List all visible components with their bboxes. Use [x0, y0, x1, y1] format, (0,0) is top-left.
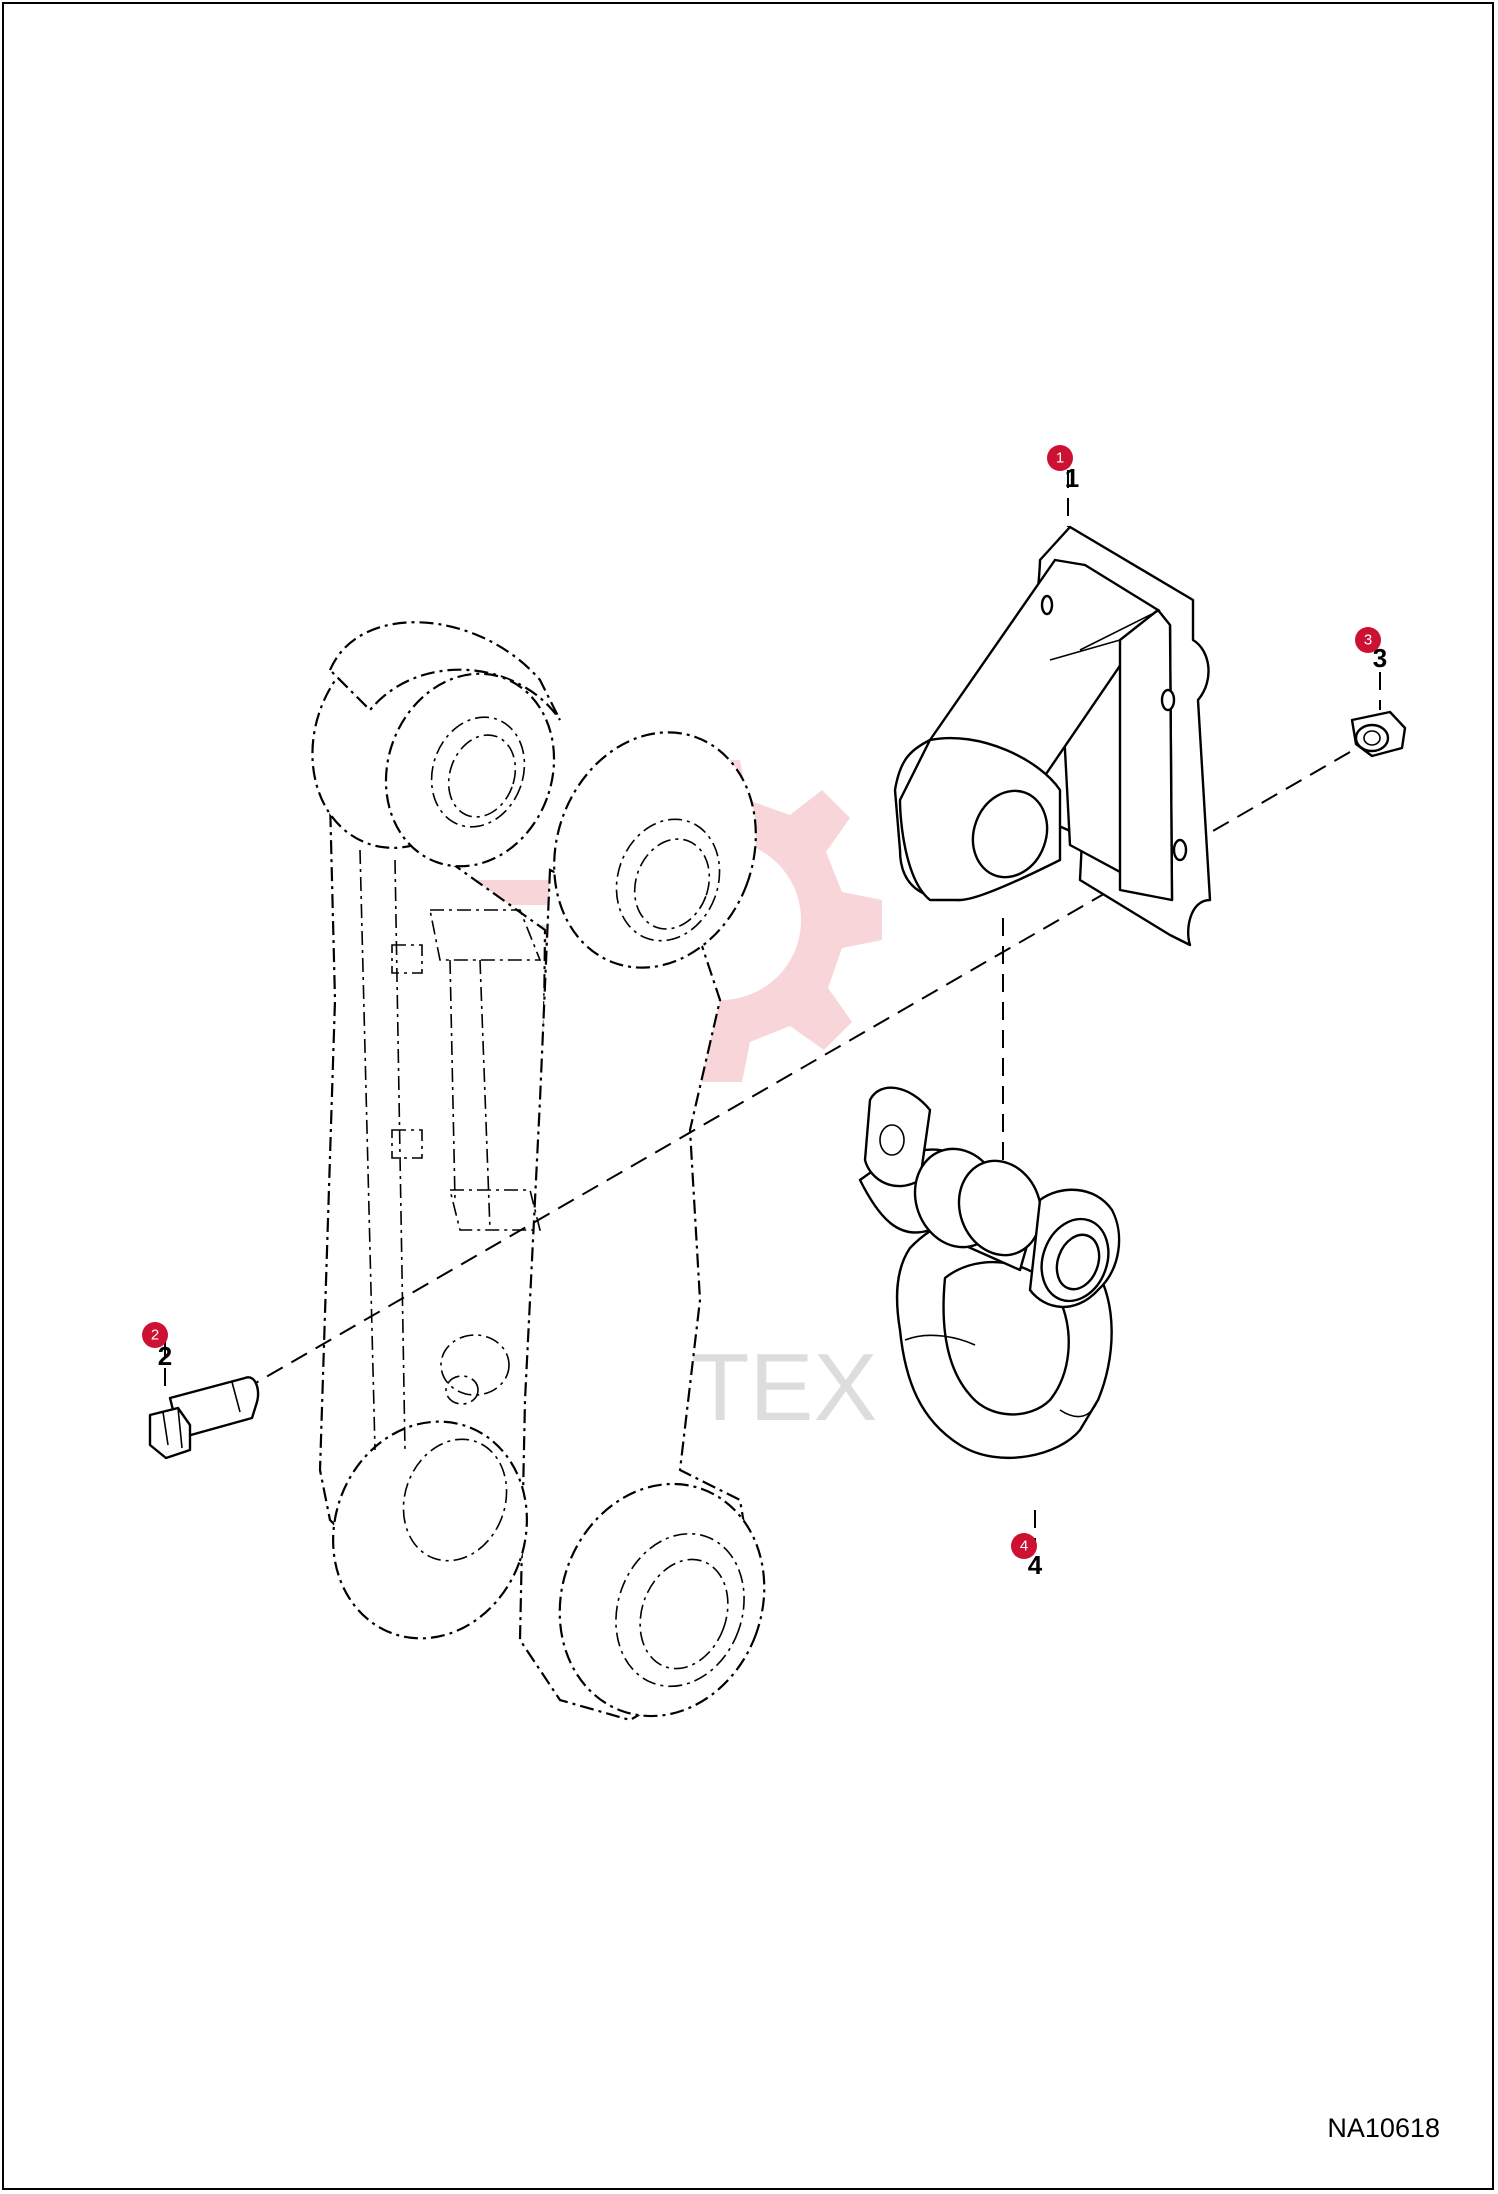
- mounting-bracket: [893, 525, 1212, 947]
- diagram-code: NA10618: [1327, 2113, 1440, 2143]
- callout-2[interactable]: 2 2: [142, 1322, 172, 1371]
- hex-bolt: [148, 1376, 260, 1460]
- bow-shackle: [858, 1086, 1121, 1459]
- callout-label-3: 3: [1364, 632, 1372, 649]
- callout-label-1: 1: [1056, 450, 1064, 467]
- callout-marker-2[interactable]: [142, 1322, 168, 1348]
- callout-1[interactable]: 1 1: [1047, 445, 1079, 493]
- part-number-1: 1: [1065, 463, 1079, 493]
- part-number-3: 3: [1373, 643, 1387, 673]
- callout-label-2: 2: [151, 1327, 159, 1344]
- callout-marker-4[interactable]: [1011, 1533, 1037, 1559]
- part-number-4: 4: [1028, 1550, 1043, 1580]
- callout-4[interactable]: 4 4: [1011, 1533, 1043, 1580]
- phantom-linkage: [311, 621, 766, 1722]
- callout-marker-1[interactable]: [1047, 445, 1073, 471]
- flange-nut: [1350, 710, 1407, 758]
- part-number-2: 2: [158, 1341, 172, 1371]
- callout-3[interactable]: 3 3: [1355, 627, 1387, 673]
- callout-marker-3[interactable]: [1355, 627, 1381, 653]
- callout-label-4: 4: [1020, 1538, 1028, 1555]
